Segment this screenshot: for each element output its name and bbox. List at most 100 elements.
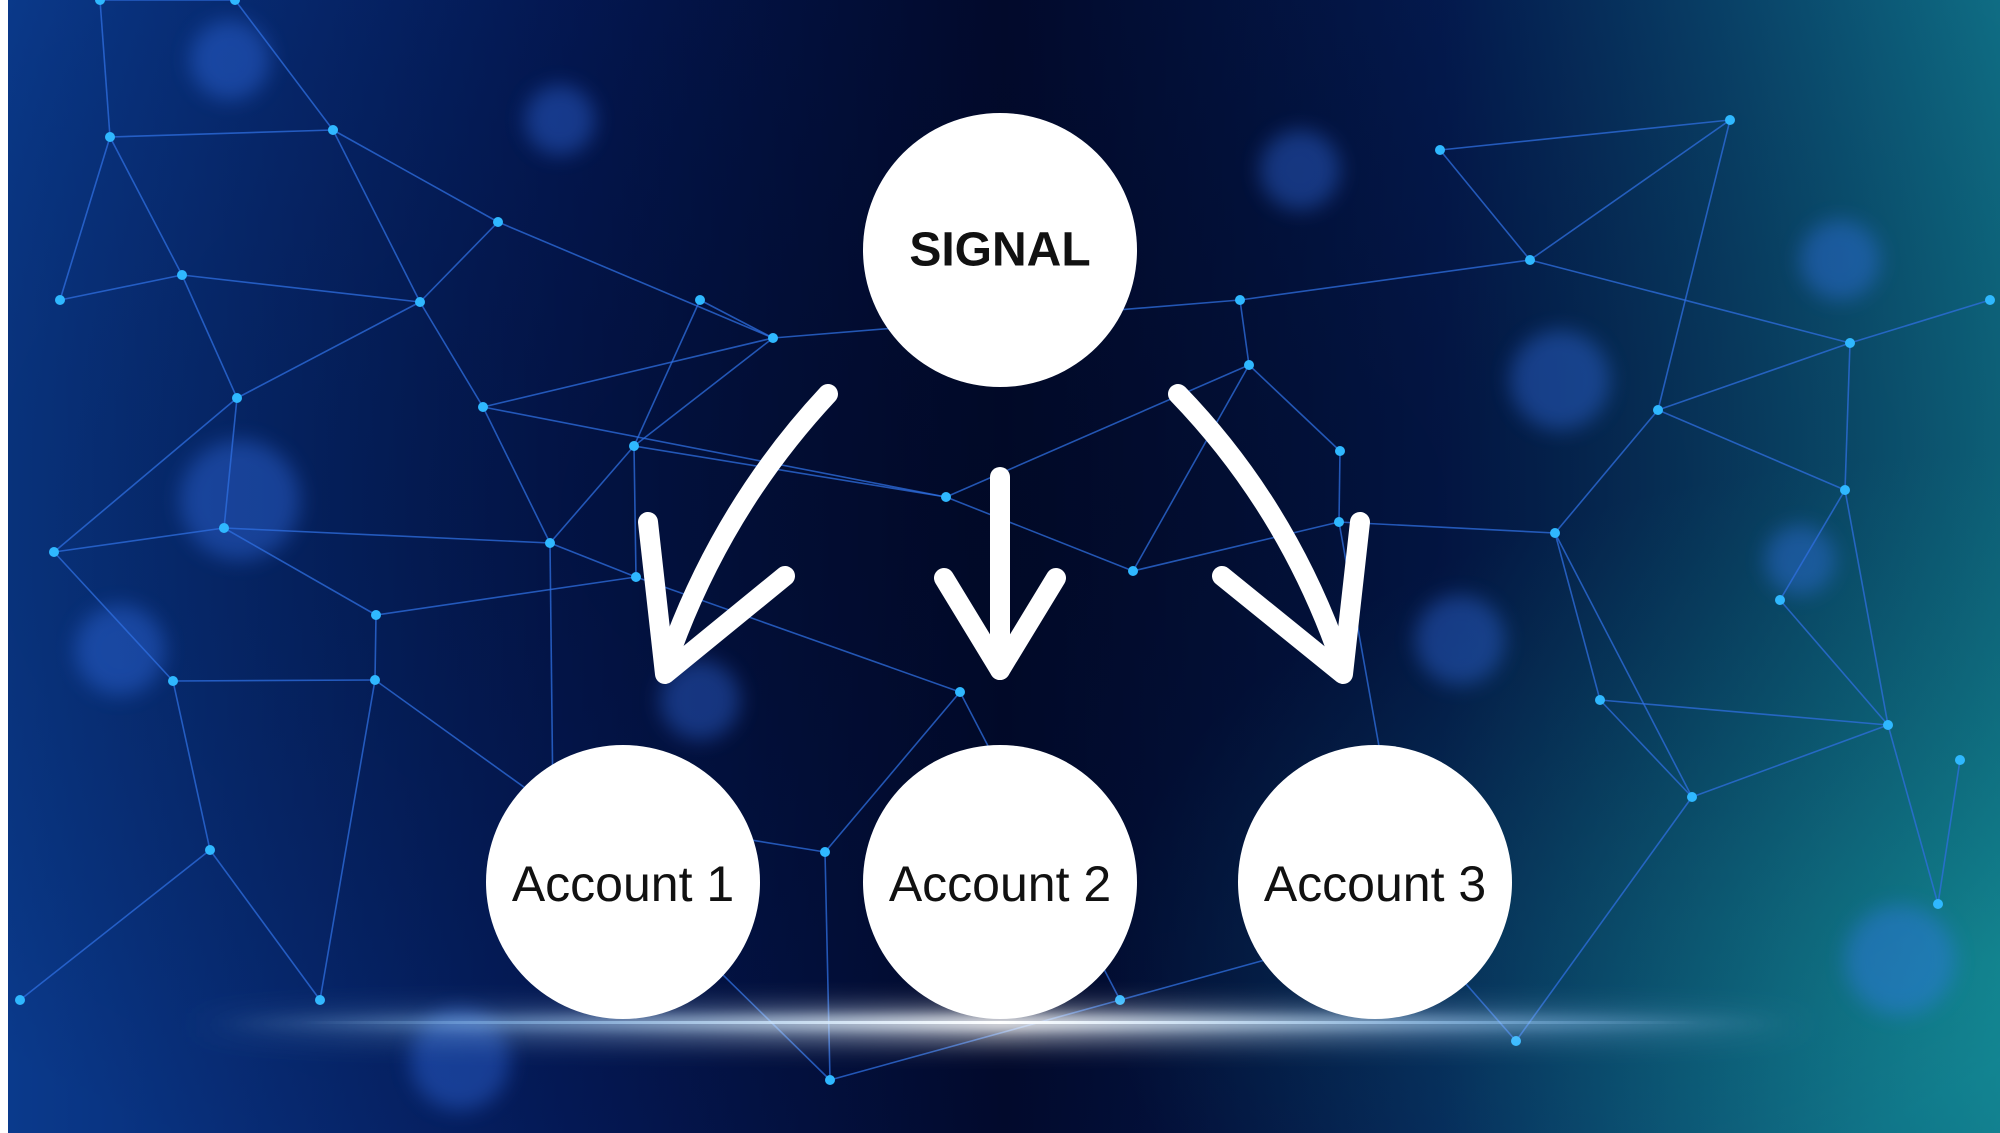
network-link [1529,119,1731,261]
network-node [1883,720,1893,730]
network-link [1937,759,1961,905]
network-link [109,136,183,276]
account-node-3: Account 3 [1238,745,1512,1019]
network-link [181,274,238,399]
arrow-to-account-3 [1168,384,1370,684]
network-link [1338,521,1556,534]
network-link [1132,521,1340,572]
network-node [1595,695,1605,705]
network-link [53,551,174,682]
network-mesh [15,0,1995,1085]
network-node [1845,338,1855,348]
account-2-label: Account 2 [889,856,1111,912]
network-node [1525,255,1535,265]
network-link [99,0,111,138]
network-link [633,445,947,498]
network-node [1244,360,1254,370]
network-link [482,406,551,544]
network-node [1725,115,1735,125]
network-link [824,691,961,853]
network-node [1933,899,1943,909]
network-node [1128,566,1138,576]
network-node [370,675,380,685]
network-node [205,845,215,855]
network-link [1657,409,1846,491]
network-link [1338,450,1341,523]
network-node [820,847,830,857]
network-node [1335,446,1345,456]
network-link [1657,342,1851,411]
network-node [1550,528,1560,538]
bokeh-light [1845,905,1955,1015]
network-link [1439,119,1731,151]
network-node [631,572,641,582]
network-node [1235,295,1245,305]
arrows [638,384,1370,684]
network-link [497,221,774,339]
network-link [223,527,551,544]
network-node [629,441,639,451]
network-link [19,849,211,1001]
network-link [234,0,334,131]
network-node [1115,995,1125,1005]
network-link [1844,489,1889,726]
account-node-1: Account 1 [486,745,760,1019]
network-link [1599,699,1889,726]
network-link [419,301,484,408]
network-link [53,527,225,553]
network-link [181,274,421,303]
network-link [633,299,701,447]
network-link [1691,724,1889,798]
network-node [230,0,240,5]
network-link [332,129,421,303]
network-link [1554,409,1659,534]
network-link [374,679,554,809]
network-node [1955,755,1965,765]
network-node [768,333,778,343]
network-link [223,527,377,616]
network-link [332,129,499,223]
network-link [824,851,831,1081]
network-node [1435,145,1445,155]
account-3-label: Account 3 [1264,856,1486,912]
network-node [219,523,229,533]
bokeh-light [1510,330,1610,430]
network-link [53,397,238,553]
network-link [172,680,211,851]
network-node [328,125,338,135]
network-node [95,0,105,5]
network-link [1239,299,1250,366]
network-link [374,614,377,681]
network-node [1985,295,1995,305]
network-link [549,445,635,544]
network-link [59,274,183,301]
bokeh-light [1415,595,1505,685]
network-link [419,221,499,303]
network-node [15,995,25,1005]
network-link [699,299,774,339]
network-node [825,1075,835,1085]
network-node [371,610,381,620]
network-node [55,295,65,305]
signal-node: SIGNAL [863,113,1137,387]
network-link [945,496,1134,572]
network-node [545,538,555,548]
network-link [1849,299,1991,344]
network-node [315,995,325,1005]
network-link [482,337,774,408]
network-link [223,397,238,529]
network-link [482,406,947,498]
arrow-to-account-2 [934,467,1066,680]
network-link [1554,532,1601,701]
network-link [109,129,334,138]
signal-label: SIGNAL [909,224,1090,277]
network-link [1779,599,1889,726]
network-node [1511,1036,1521,1046]
arrow-to-account-1 [638,384,838,684]
bokeh-light [75,605,165,695]
network-node [49,547,59,557]
network-link [1599,699,1693,798]
network-link [549,542,554,809]
bokeh-light [1765,525,1835,595]
